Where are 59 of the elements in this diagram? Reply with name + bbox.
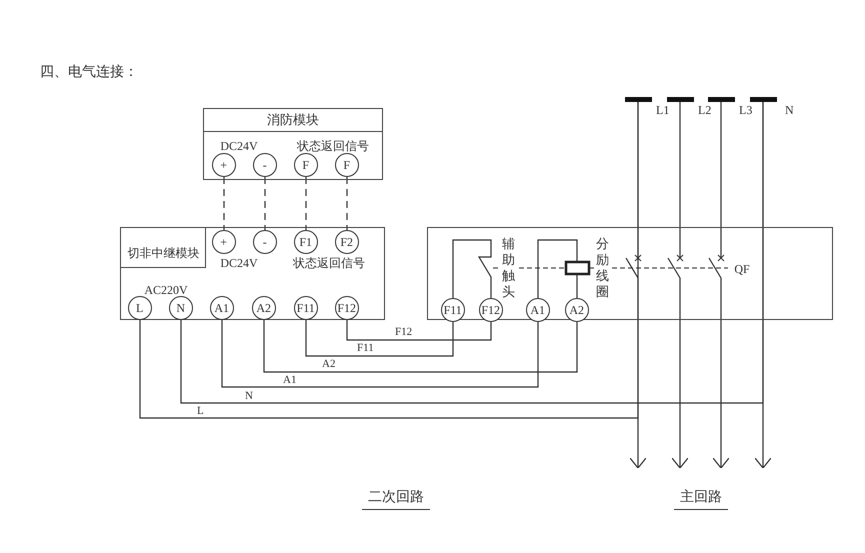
phase-label: N — [785, 103, 794, 118]
terminal: F11 — [440, 298, 465, 322]
wire — [263, 320, 578, 373]
terminal: - — [252, 152, 277, 177]
terminal: N — [168, 296, 193, 320]
phase-label: L3 — [739, 103, 752, 118]
wire — [221, 320, 539, 388]
signal-label: 状态返回信号 — [292, 256, 366, 270]
wire-label: L — [197, 405, 204, 417]
terminal: F12 — [334, 296, 359, 320]
terminal: F — [294, 152, 318, 177]
module-box — [427, 227, 833, 320]
wire — [452, 239, 492, 298]
section-heading: 四、电气连接： — [40, 63, 138, 81]
terminal: F1 — [294, 230, 318, 254]
bus-line — [708, 100, 730, 469]
phase-label: L2 — [698, 103, 712, 118]
module-box — [120, 227, 385, 320]
voltage-label: DC24V — [219, 139, 259, 154]
terminal: F12 — [478, 298, 503, 322]
module-name: 切非中继模块 — [126, 246, 201, 260]
circuit-caption: 二次回路 — [362, 488, 430, 510]
voltage-label: DC24V — [219, 256, 259, 270]
wire — [346, 320, 492, 341]
module-title: 消防模块 — [204, 109, 382, 132]
wire-label: A1 — [283, 374, 296, 386]
wire-label: A2 — [322, 358, 336, 370]
dashed-wire — [264, 177, 266, 230]
dashed-wire — [305, 177, 307, 230]
wire — [305, 320, 454, 357]
terminal: A1 — [210, 296, 234, 320]
wire-label: N — [245, 390, 253, 402]
wire-label: F12 — [395, 326, 412, 338]
phase-label: L1 — [656, 103, 670, 118]
signal-label: 状态返回信号 — [296, 139, 370, 154]
terminal: + — [212, 152, 236, 177]
terminal: A1 — [526, 298, 550, 322]
dashed-wire — [223, 177, 225, 230]
terminal: F — [334, 152, 359, 177]
terminal: F11 — [294, 296, 318, 320]
bus-line — [667, 100, 689, 469]
module-box — [203, 108, 383, 180]
bus-line — [625, 100, 647, 469]
module-box — [120, 226, 206, 268]
coil-label: 分励线圈 — [596, 236, 609, 300]
terminal: F2 — [334, 230, 359, 254]
breaker-label: QF — [733, 262, 751, 276]
terminal: A2 — [564, 298, 589, 322]
voltage-label: AC220V — [143, 283, 189, 298]
wire — [537, 239, 578, 298]
contact-label: 辅助触头 — [502, 236, 515, 300]
terminal: - — [252, 230, 277, 254]
bus-line — [754, 101, 772, 469]
terminal: A2 — [252, 296, 276, 320]
terminal: L — [128, 296, 152, 320]
circuit-caption: 主回路 — [674, 488, 728, 510]
dashed-wire — [346, 177, 348, 230]
wire-label: F11 — [357, 342, 374, 354]
terminal: + — [212, 230, 236, 254]
